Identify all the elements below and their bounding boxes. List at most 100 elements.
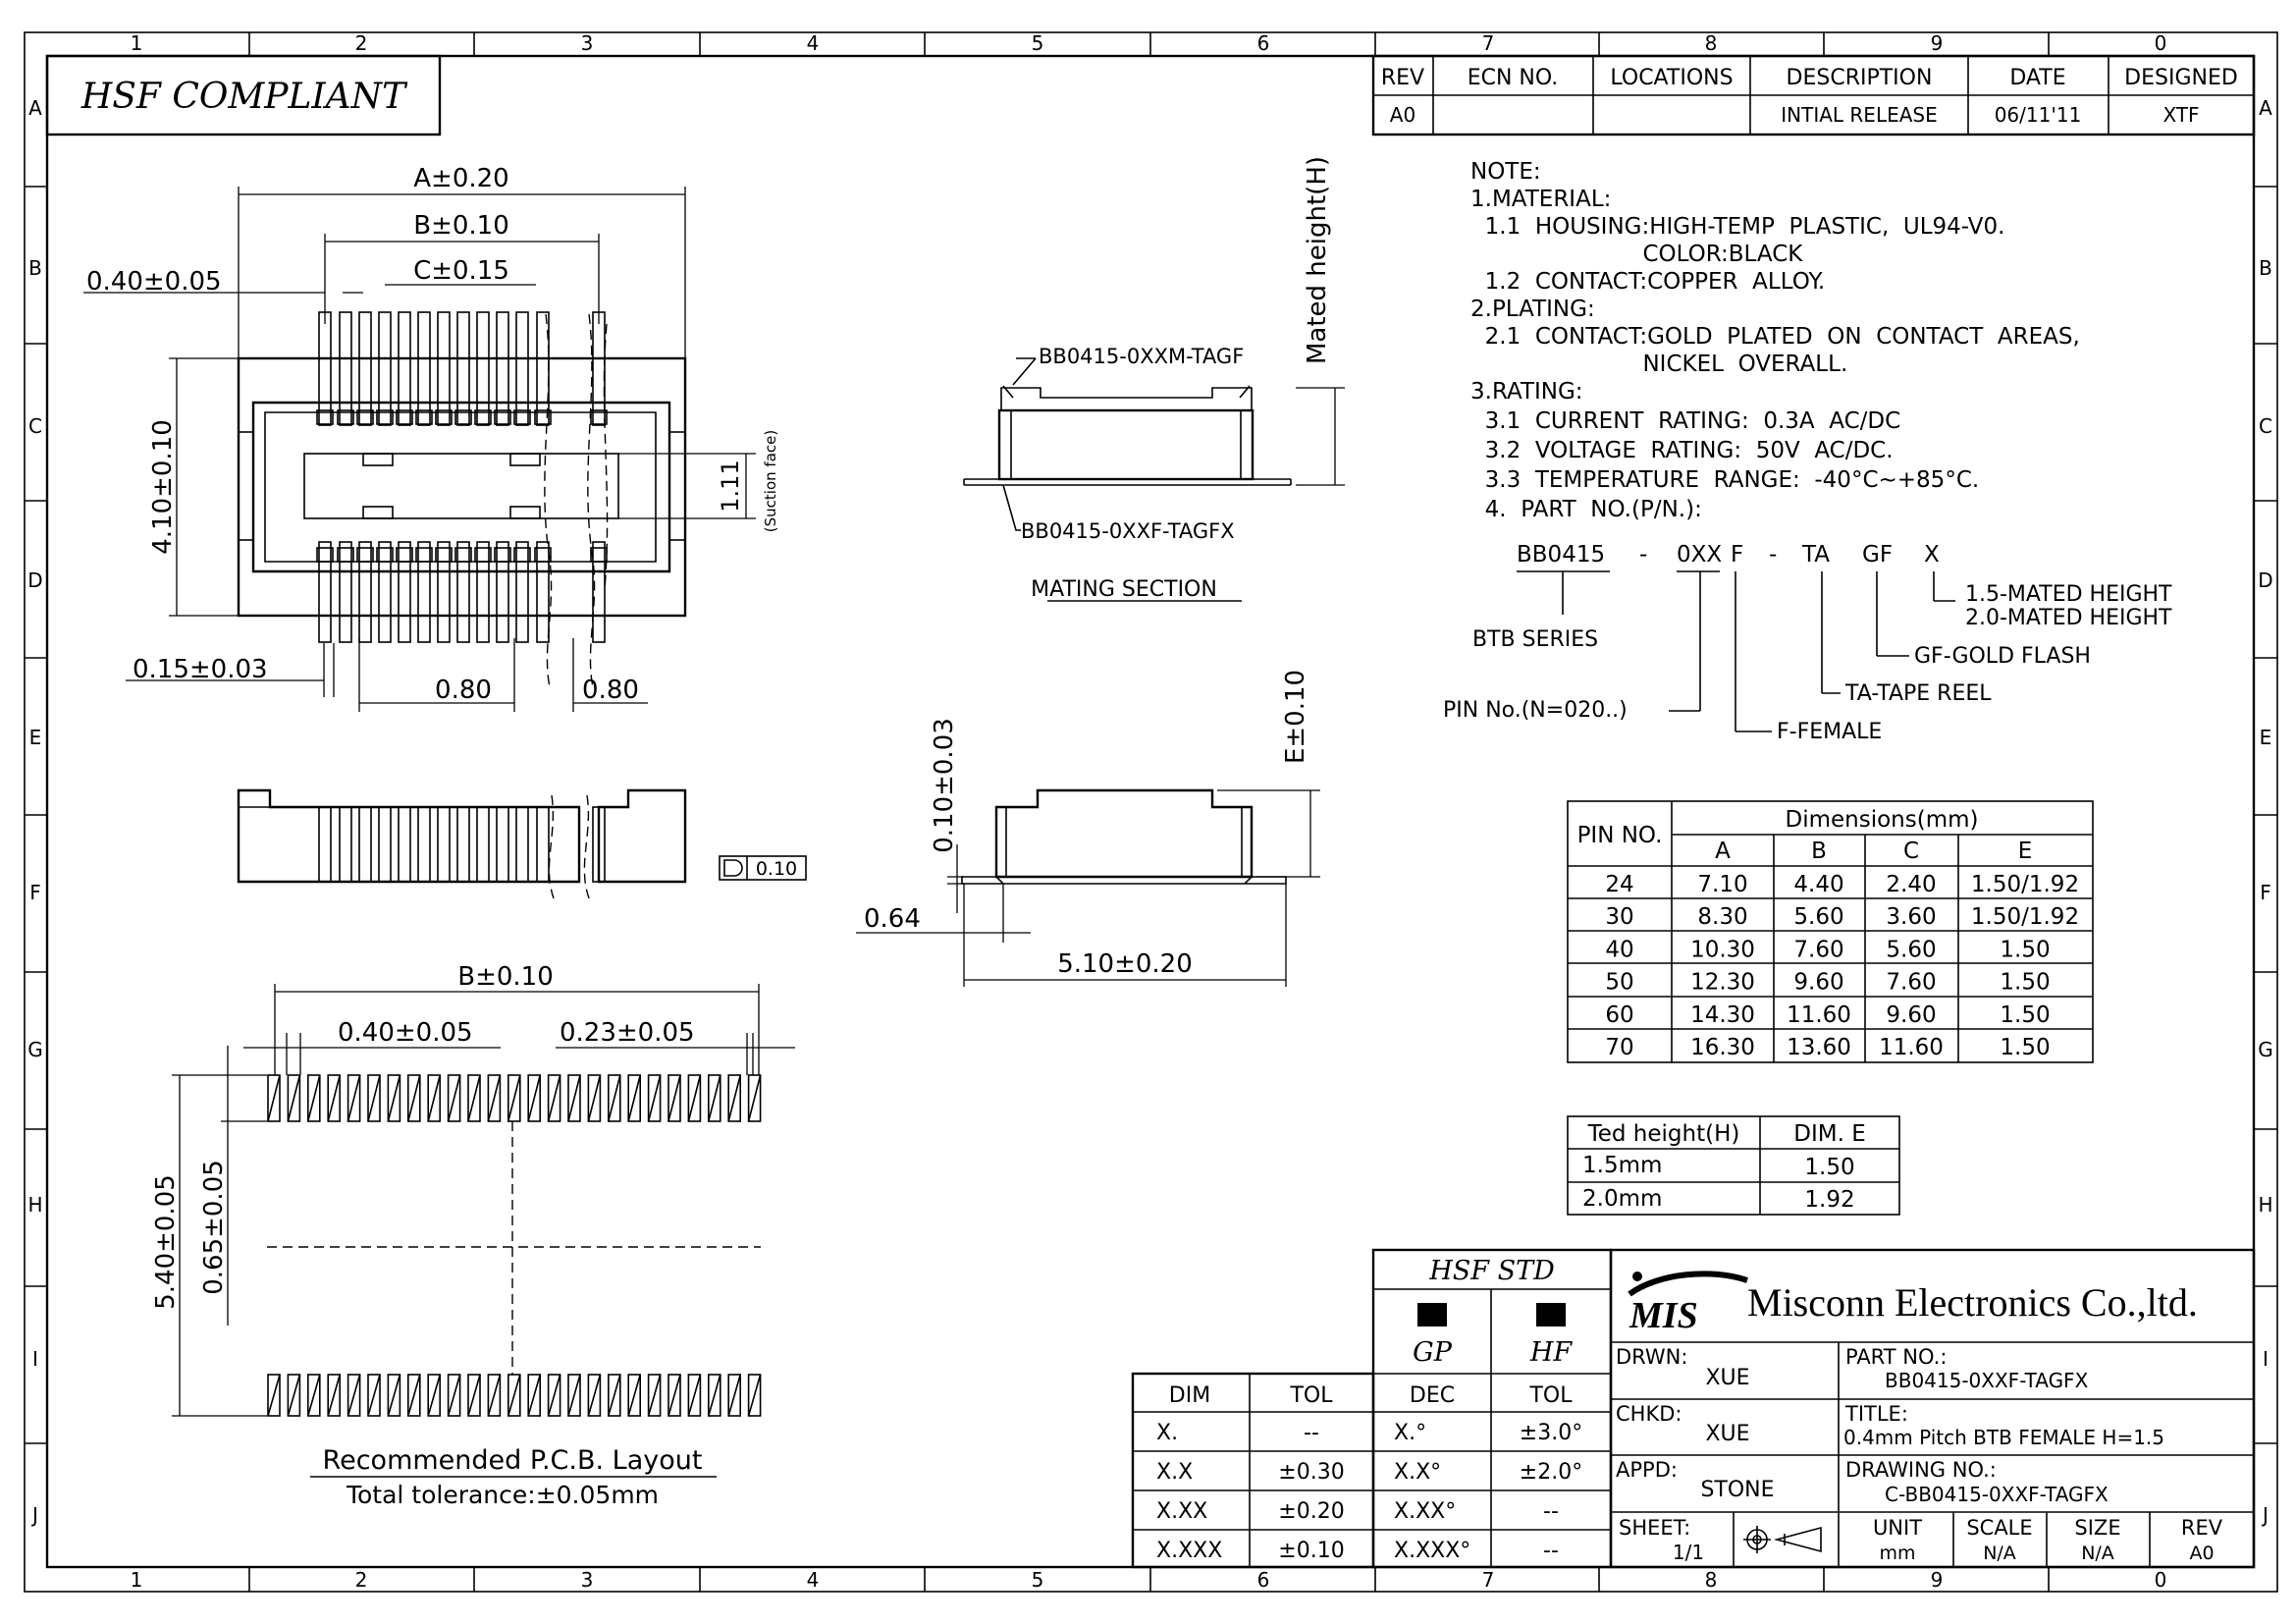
- scale-value: N/A: [1983, 1543, 2016, 1564]
- pcb-pad-bottom: [587, 1374, 602, 1417]
- row-label: D: [2258, 568, 2272, 592]
- pad-hatch: [267, 1074, 281, 1122]
- tol-dim-cell: X.XXX: [1156, 1539, 1222, 1563]
- col-label: 2: [355, 1568, 368, 1592]
- unit-value: mm: [1879, 1543, 1915, 1564]
- dimension-cell: 1.50: [2000, 970, 2050, 996]
- row-label: G: [2258, 1038, 2273, 1061]
- pcb-pad-bottom: [507, 1374, 521, 1417]
- contact-side: [456, 806, 470, 883]
- chkd-label: CHKD:: [1616, 1402, 1682, 1426]
- pin-count-cell: 60: [1605, 1002, 1633, 1028]
- contact-top: [456, 311, 470, 426]
- pad-hatch: [647, 1074, 662, 1122]
- pcb-pad-top: [667, 1074, 681, 1122]
- pcb-pad-bottom: [367, 1374, 381, 1417]
- description-value: INTIAL RELEASE: [1781, 103, 1937, 127]
- contact-pad: [337, 409, 354, 425]
- contact-top: [339, 311, 352, 426]
- pad-hatch: [427, 1374, 441, 1417]
- contact-pad: [356, 547, 374, 563]
- date-value: 06/11'11: [1995, 103, 2082, 127]
- contact-side: [358, 806, 372, 883]
- pad-hatch: [267, 1374, 281, 1417]
- rev-value: A0: [1390, 103, 1415, 127]
- dimension-cell: 10.30: [1690, 937, 1755, 962]
- contact-pad: [435, 547, 453, 563]
- contact-bottom: [437, 541, 451, 643]
- pcb-pad-top: [567, 1074, 581, 1122]
- pcb-dim-540: 5.40±0.05: [151, 1174, 181, 1310]
- pin-count-cell: 40: [1605, 937, 1633, 962]
- dimension-cell: 7.10: [1697, 872, 1747, 897]
- pcb-pad-top: [547, 1074, 561, 1122]
- pcb-pad-bottom: [527, 1374, 542, 1417]
- contact-pad: [513, 409, 531, 425]
- row-label: C: [28, 414, 42, 438]
- pad-hatch: [507, 1374, 521, 1417]
- size-label: SIZE: [2074, 1516, 2120, 1540]
- col-e-header: E: [2018, 839, 2033, 864]
- pad-hatch: [527, 1374, 541, 1417]
- tol-value-cell: ±0.10: [1278, 1539, 1344, 1563]
- pcb-pad-top: [647, 1074, 662, 1122]
- note-line: 1.1 HOUSING:HIGH-TEMP PLASTIC, UL94-V0.: [1470, 214, 2004, 240]
- dim-thickness: 0.10±0.03: [930, 718, 959, 853]
- side-view: E±0.10 0.10±0.03 0.64 5.10±0.20: [856, 670, 1320, 987]
- contact-pad: [454, 409, 472, 425]
- tol-tol-header: TOL: [1289, 1383, 1333, 1408]
- contact-side: [398, 806, 411, 883]
- mated-height-label: Mated height(H): [1303, 156, 1332, 364]
- dimension-cell: 9.60: [1886, 1002, 1936, 1028]
- title-label: TITLE:: [1844, 1402, 1908, 1426]
- pad-hatch: [627, 1074, 641, 1122]
- size-value: N/A: [2081, 1543, 2114, 1564]
- col-label: 5: [1032, 31, 1044, 55]
- col-label: 9: [1931, 31, 1944, 55]
- pcb-pad-top: [687, 1074, 702, 1122]
- pcb-pad-bottom: [667, 1374, 681, 1417]
- pcb-pad-bottom: [427, 1374, 442, 1417]
- pad-hatch: [587, 1374, 602, 1417]
- contact-top: [536, 311, 550, 426]
- pcb-pad-top: [387, 1074, 401, 1122]
- pad-hatch: [347, 1374, 361, 1417]
- designed-header: DESIGNED: [2124, 66, 2238, 90]
- dec-cell: X.X°: [1394, 1460, 1441, 1485]
- flatness-value: 0.10: [756, 858, 797, 880]
- dimension-cell: 13.60: [1787, 1035, 1851, 1060]
- pcb-pad-top: [747, 1074, 762, 1122]
- tol-value-cell: ±0.20: [1278, 1499, 1344, 1524]
- contact-pad: [376, 547, 394, 563]
- note-line: 3.RATING:: [1470, 379, 1583, 405]
- dimension-cell: 11.60: [1879, 1035, 1944, 1060]
- ecn-header: ECN NO.: [1468, 66, 1559, 90]
- pad-hatch: [747, 1374, 762, 1417]
- row-label: C: [2259, 414, 2272, 438]
- contact-side: [318, 806, 332, 883]
- contact-bottom: [496, 541, 509, 643]
- dimension-cell: 9.60: [1793, 970, 1843, 996]
- pin-no-header: PIN NO.: [1577, 823, 1663, 848]
- contact-pad: [534, 547, 552, 563]
- pad-hatch: [647, 1374, 662, 1417]
- pcb-pad-bottom: [287, 1374, 301, 1417]
- pcb-layout-title: Recommended P.C.B. Layout: [323, 1445, 703, 1476]
- col-label: 4: [807, 31, 820, 55]
- column-labels-top: 1 2 3 4 5 6 7 8 9 0: [131, 31, 2167, 55]
- contact-top: [496, 311, 509, 426]
- height-cell: 2.0mm: [1582, 1186, 1662, 1212]
- locations-header: LOCATIONS: [1610, 66, 1733, 90]
- pn-pins: 0XX: [1677, 542, 1722, 568]
- row-label: E: [2260, 726, 2272, 749]
- mating-female-label: BB0415-0XXF-TAGFX: [1021, 519, 1235, 543]
- col-label: 8: [1705, 1568, 1718, 1592]
- contact-pad: [396, 409, 413, 425]
- col-label: 1: [131, 1568, 143, 1592]
- dim-510: 5.10±0.20: [1057, 949, 1193, 979]
- contact-side: [417, 806, 431, 883]
- row-label: I: [2263, 1347, 2269, 1371]
- pcb-pad-bottom: [687, 1374, 702, 1417]
- pad-hatch: [447, 1374, 461, 1417]
- contact-pad: [415, 547, 433, 563]
